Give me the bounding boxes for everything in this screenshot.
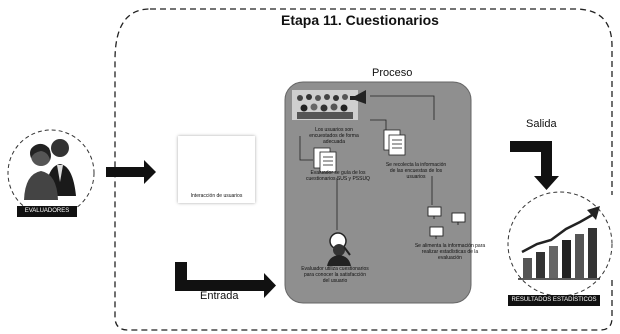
evaluator-magnifier-icon (327, 232, 351, 266)
interaction-card (178, 136, 255, 203)
step-guide-questionnaires: Evaluador se guía de los cuestionarios S… (306, 170, 370, 182)
bar-chart-icon (518, 206, 600, 280)
stage-frame (114, 8, 613, 331)
evaluators-icon (24, 139, 76, 200)
step-collect-info: Se recolecta la información de las encue… (385, 162, 447, 180)
process-label: Proceso (372, 67, 413, 79)
step-statistics: Se alimenta la información para realizar… (414, 243, 486, 261)
stage-title: Etapa 11. Cuestionarios (281, 12, 439, 28)
step-evaluator-uses: Evaluador utiliza cuestionarios para con… (301, 266, 369, 284)
megaphone-icon (350, 90, 366, 104)
output-label: Salida (526, 118, 557, 130)
collected-surveys-icon (383, 129, 406, 156)
computers-icon (427, 206, 466, 239)
surveyed-users-icon (292, 90, 358, 120)
input-label: Entrada (200, 290, 239, 302)
process-box (284, 81, 472, 304)
interaction-text: Interacción de usuarios (190, 193, 243, 199)
process-connectors (299, 95, 435, 230)
questionnaires-icon (313, 147, 337, 173)
input-arrow (106, 160, 156, 184)
entrada-arrow (175, 262, 276, 298)
step-surveyed-users: Los usuarios son encuestados de forma ad… (309, 127, 359, 145)
salida-arrow (510, 141, 559, 190)
evaluators-tag: EVALUADORES (17, 206, 77, 217)
results-tag: RESULTADOS ESTADÍSTICOS (508, 295, 600, 306)
